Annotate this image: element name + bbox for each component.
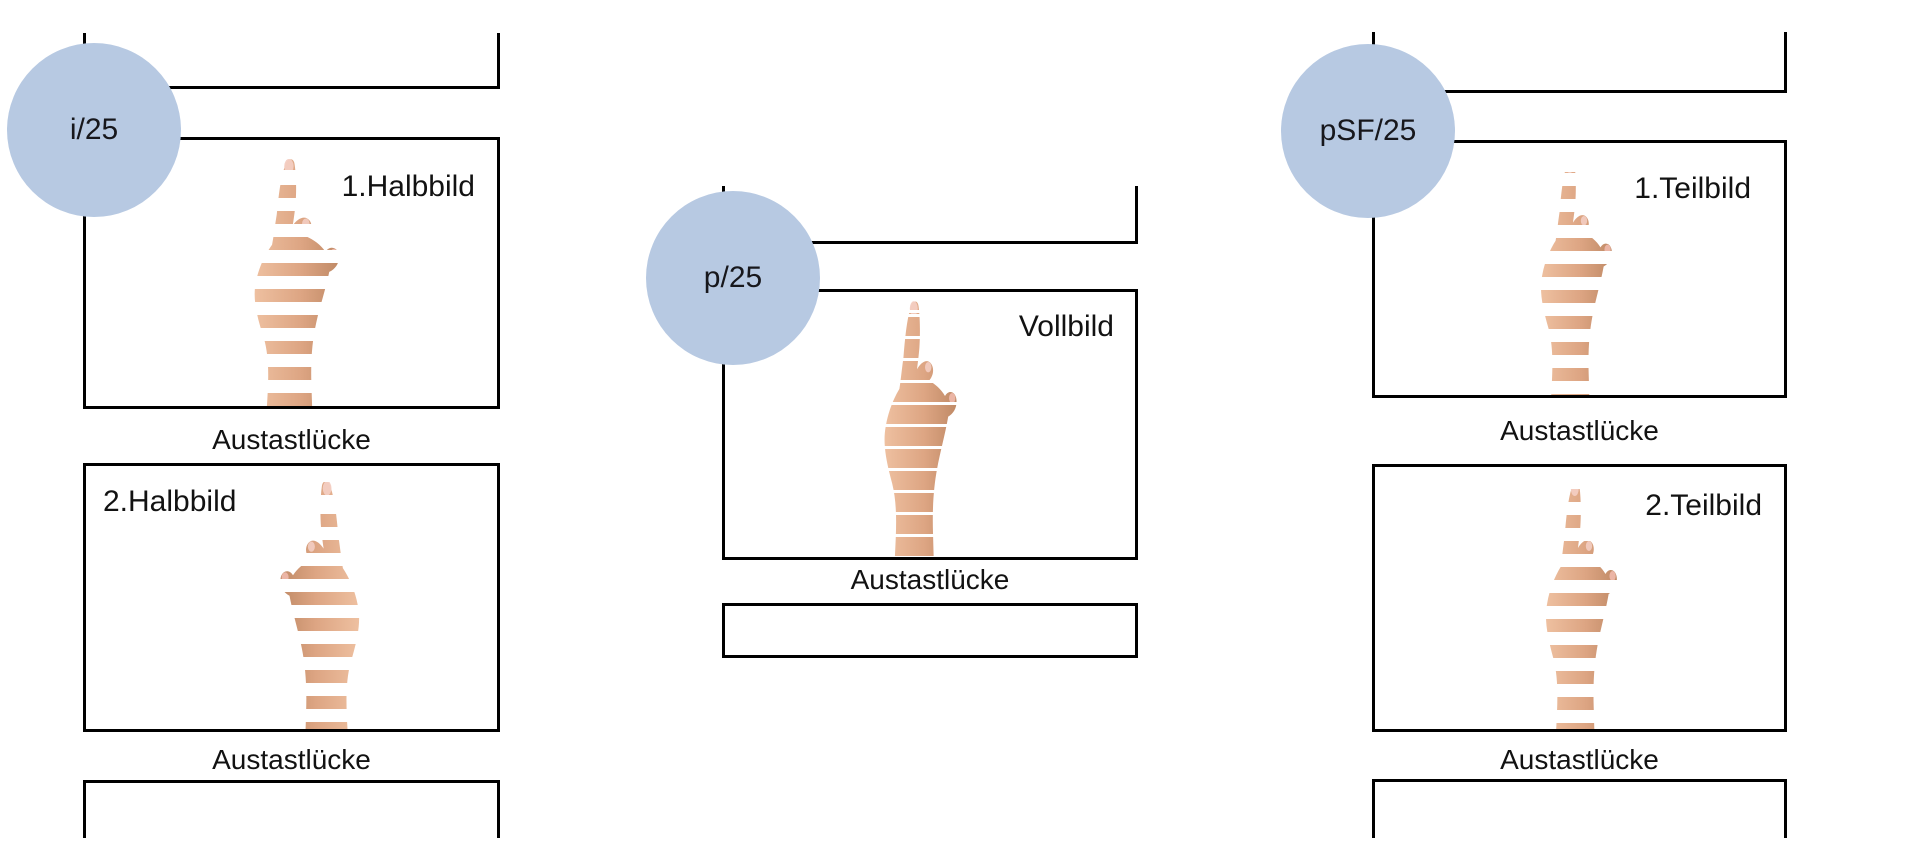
- blanking-gap-label: Austastlücke: [212, 424, 371, 455]
- badge-p25-label: p/25: [703, 261, 763, 294]
- frame-label-second-segment: 2.Teilbild: [1645, 489, 1762, 522]
- hand-image: [1506, 153, 1632, 395]
- badge-i25: i/25: [7, 43, 181, 217]
- scanline-stripes-field2: [258, 474, 398, 729]
- frame-label-first-field: 1.Halbbild: [341, 170, 475, 203]
- frame-second-field: 2.Halbbild: [83, 463, 500, 732]
- scanline-stripes-field1: [1506, 153, 1632, 395]
- hand-image: [258, 474, 398, 729]
- frame-label-full-picture: Vollbild: [1018, 310, 1114, 343]
- scanline-stripes-progressive: [849, 294, 977, 557]
- cropped-frame-bottom: [722, 603, 1138, 658]
- cropped-frame-bottom: [1372, 779, 1787, 838]
- frame-label-second-field: 2.Halbbild: [103, 485, 237, 518]
- blanking-gap-label: Austastlücke: [1500, 415, 1659, 446]
- badge-i25-label: i/25: [69, 113, 119, 146]
- badge-psf25-label: pSF/25: [1319, 114, 1417, 147]
- hand-image: [1511, 475, 1637, 729]
- scanline-stripes-field1: [213, 152, 363, 406]
- blanking-gap-label: Austastlücke: [850, 564, 1010, 595]
- frame-label-first-segment: 1.Teilbild: [1634, 172, 1751, 205]
- frame-first-segment: 1.Teilbild: [1372, 140, 1787, 398]
- hand-image: [213, 152, 363, 406]
- cropped-frame-bottom: [83, 780, 500, 838]
- frame-first-field: 1.Halbbild: [83, 137, 500, 409]
- badge-p25: p/25: [646, 191, 820, 365]
- badge-psf25: pSF/25: [1281, 44, 1455, 218]
- scanline-stripes-field2: [1511, 475, 1637, 729]
- hand-image: [849, 294, 977, 557]
- frame-second-segment: 2.Teilbild: [1372, 464, 1787, 732]
- blanking-gap-label: Austastlücke: [1500, 744, 1659, 775]
- blanking-gap-label: Austastlücke: [212, 744, 371, 775]
